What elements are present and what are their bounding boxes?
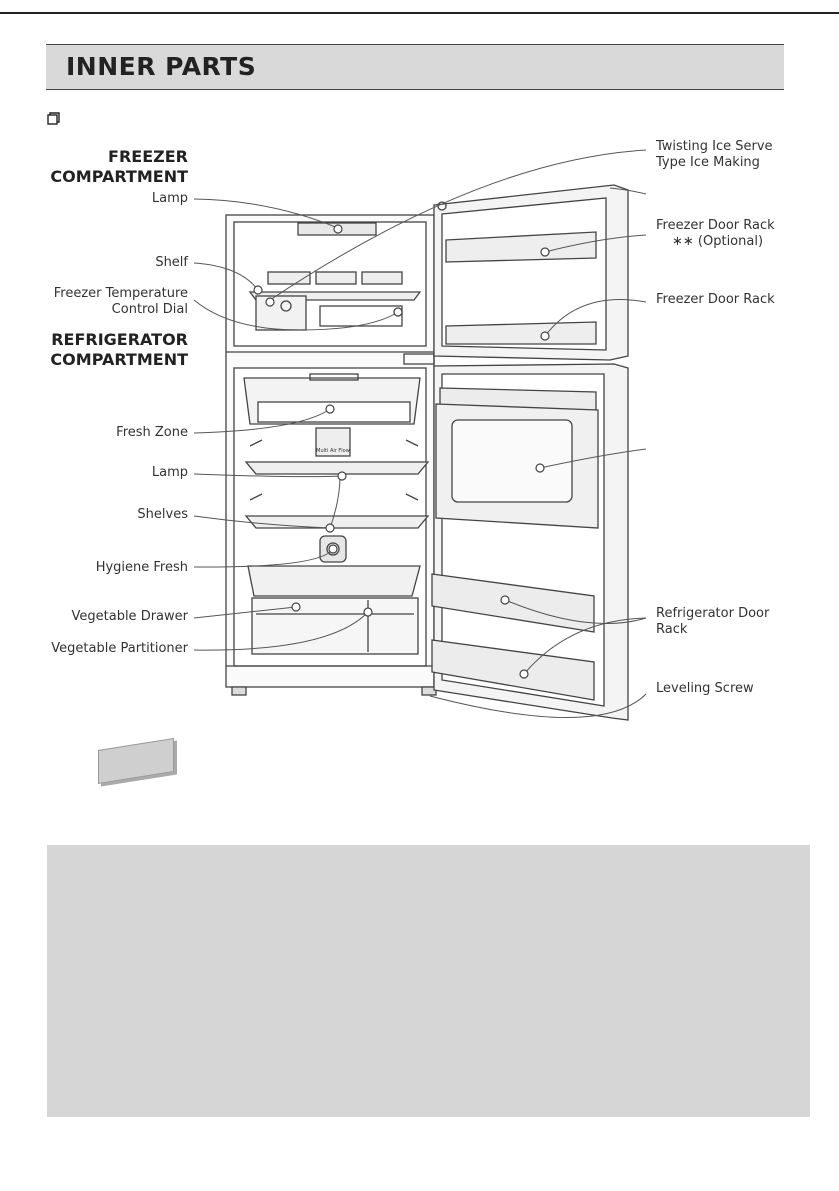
note-box — [47, 845, 810, 1117]
label-fresh-zone: Fresh Zone — [116, 425, 188, 440]
label-leveling-screw: Leveling Screw — [656, 681, 754, 696]
label-shelves: Shelves — [137, 507, 188, 522]
label-shelf: Shelf — [155, 255, 188, 270]
label-hygiene-fresh: Hygiene Fresh — [95, 560, 188, 575]
section-header: INNER PARTS — [46, 44, 784, 90]
top-rule — [0, 12, 839, 14]
label-fridge-door-rack: Refrigerator Door Rack — [656, 606, 770, 637]
checkbox-icon — [47, 112, 60, 125]
freezer-heading: FREEZER COMPARTMENT — [50, 147, 188, 186]
label-vegetable-drawer: Vegetable Drawer — [71, 609, 189, 624]
multi-air-flow-label: Multi Air Flow — [316, 448, 350, 454]
refrigerator-illustration: Multi Air Flow — [193, 149, 647, 721]
label-lamp-freezer: Lamp — [151, 191, 188, 206]
page-title: INNER PARTS — [66, 52, 257, 81]
label-freezer-door-rack-optional: Freezer Door Rack ∗∗ (Optional) — [656, 218, 775, 249]
label-freezer-door-rack: Freezer Door Rack — [656, 292, 775, 307]
label-ice-maker: Twisting Ice Serve Type Ice Making — [656, 139, 773, 170]
label-vegetable-partitioner: Vegetable Partitioner — [51, 641, 188, 656]
label-temp-dial: Freezer Temperature Control Dial — [53, 286, 188, 317]
label-lamp-fridge: Lamp — [151, 465, 188, 480]
refrigerator-heading: REFRIGERATOR COMPARTMENT — [50, 330, 188, 369]
